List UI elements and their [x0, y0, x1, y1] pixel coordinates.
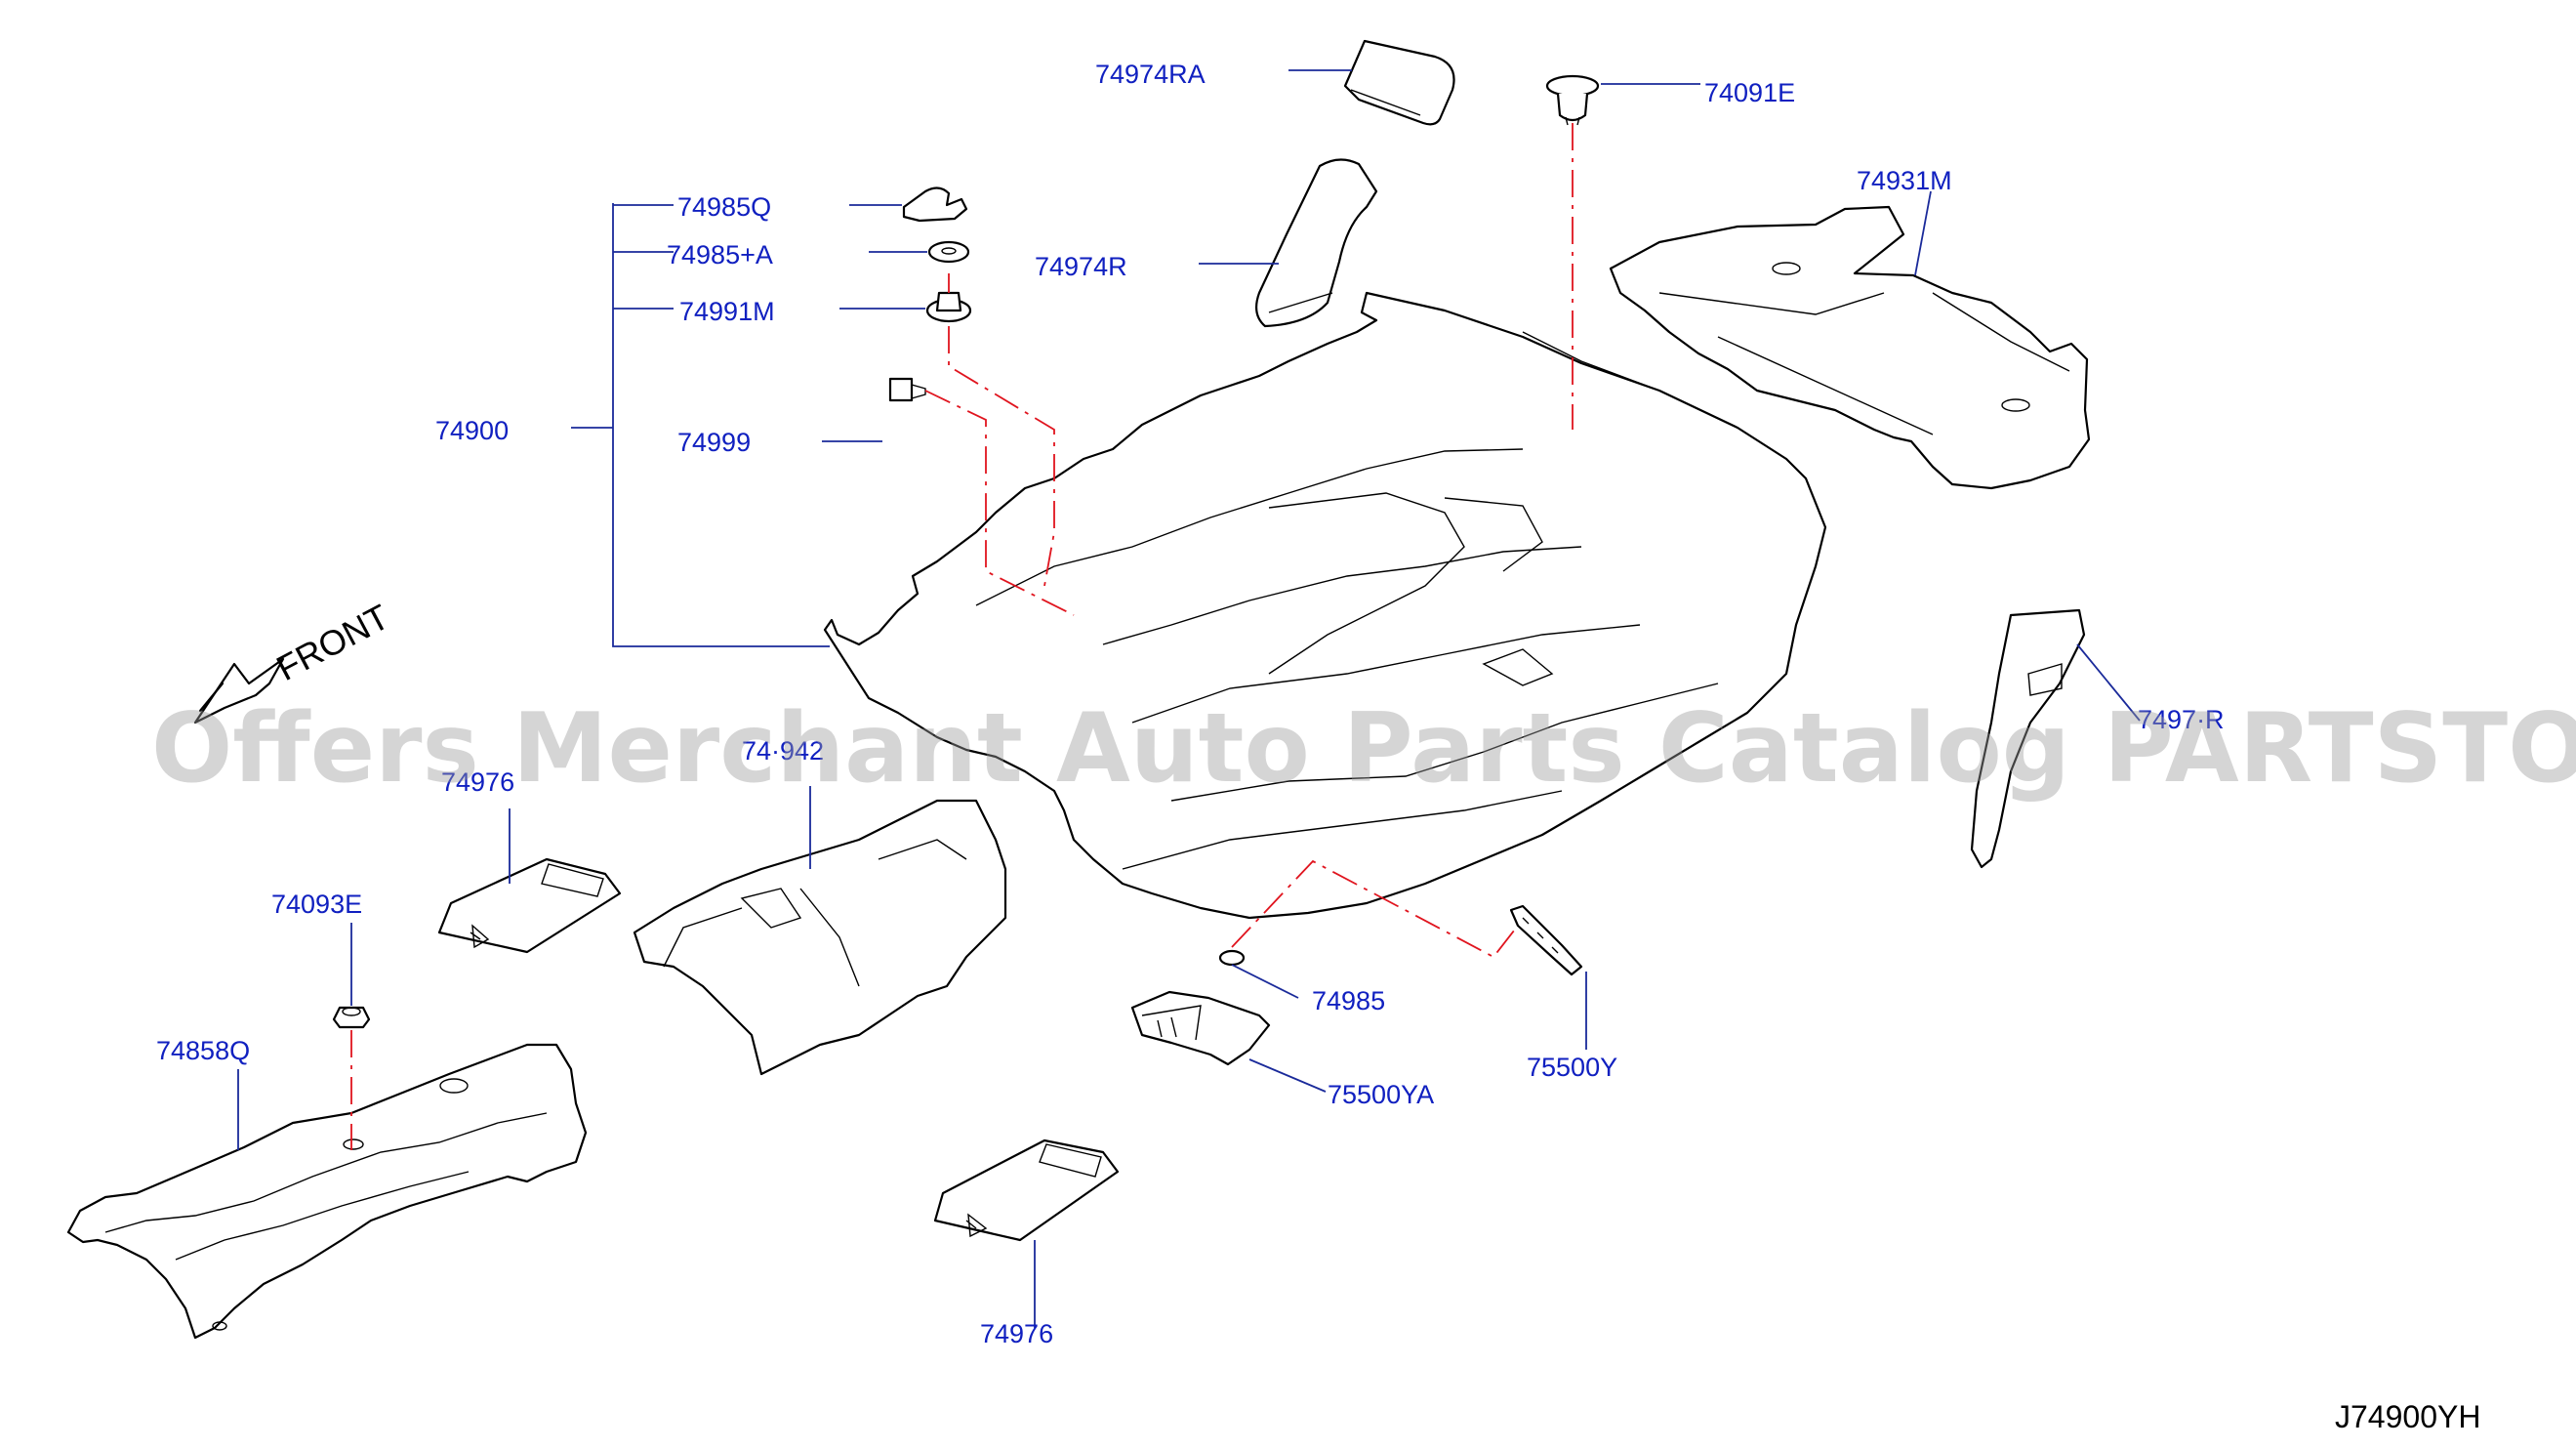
label-74974ra[interactable]: 74974RA	[1095, 60, 1206, 89]
part-74975r-strip[interactable]	[1970, 608, 2086, 869]
part-74985q-hook[interactable]	[902, 186, 968, 223]
label-74091e[interactable]: 74091E	[1704, 78, 1795, 107]
part-labels: 74974RA 74091E 74985Q 74985+A 74991M 749…	[156, 60, 2225, 1348]
part-74931m-insulator[interactable]	[1609, 205, 2091, 490]
part-74976-pad-upper[interactable]	[437, 857, 622, 954]
label-75500y[interactable]: 75500Y	[1527, 1053, 1617, 1082]
label-74976-lower[interactable]: 74976	[980, 1319, 1053, 1348]
part-74093e-clip[interactable]	[332, 1006, 371, 1029]
part-74985-grommet[interactable]	[1218, 949, 1246, 967]
label-74991m[interactable]: 74991M	[679, 297, 775, 326]
watermark-text: Offers Merchant Auto Parts Catalog PARTS…	[151, 693, 2576, 805]
part-74091e-clip[interactable]	[1545, 74, 1600, 126]
label-74900[interactable]: 74900	[435, 416, 509, 445]
leader-lines	[237, 69, 2141, 1328]
part-74985a-washer[interactable]	[927, 240, 970, 264]
part-74976-pad-lower[interactable]	[933, 1138, 1120, 1242]
label-74976-upper[interactable]: 74976	[441, 767, 514, 797]
label-74093e[interactable]: 74093E	[271, 890, 362, 919]
label-74985q[interactable]: 74985Q	[677, 192, 771, 222]
part-74991m-grommet[interactable]	[925, 291, 972, 323]
part-74900-floor-carpet[interactable]	[823, 291, 1827, 920]
label-74975r[interactable]: 7497·R	[2138, 705, 2225, 734]
part-75500y-clip[interactable]	[1509, 904, 1583, 976]
chain-lines	[350, 123, 1574, 1150]
label-74858q[interactable]: 74858Q	[156, 1036, 250, 1065]
label-74974r[interactable]: 74974R	[1035, 252, 1127, 281]
part-74974r-strip[interactable]	[1254, 158, 1378, 328]
part-74974ra-pad[interactable]	[1343, 39, 1455, 126]
label-74985[interactable]: 74985	[1312, 986, 1385, 1015]
diagram-code: J74900YH	[2335, 1399, 2480, 1434]
part-74858q-heat-shield[interactable]	[66, 1043, 588, 1340]
front-label: FRONT	[270, 597, 396, 688]
label-74999[interactable]: 74999	[677, 428, 751, 457]
label-74985a[interactable]: 74985+A	[667, 240, 773, 269]
label-75500ya[interactable]: 75500YA	[1328, 1080, 1434, 1109]
part-74999-clip[interactable]	[888, 377, 926, 402]
part-75500ya-bracket[interactable]	[1130, 990, 1271, 1066]
front-arrow	[193, 657, 285, 724]
label-74931m[interactable]: 74931M	[1857, 166, 1952, 195]
part-74942-tunnel-insulator[interactable]	[633, 799, 1007, 1076]
label-74942[interactable]: 74·942	[742, 736, 824, 766]
